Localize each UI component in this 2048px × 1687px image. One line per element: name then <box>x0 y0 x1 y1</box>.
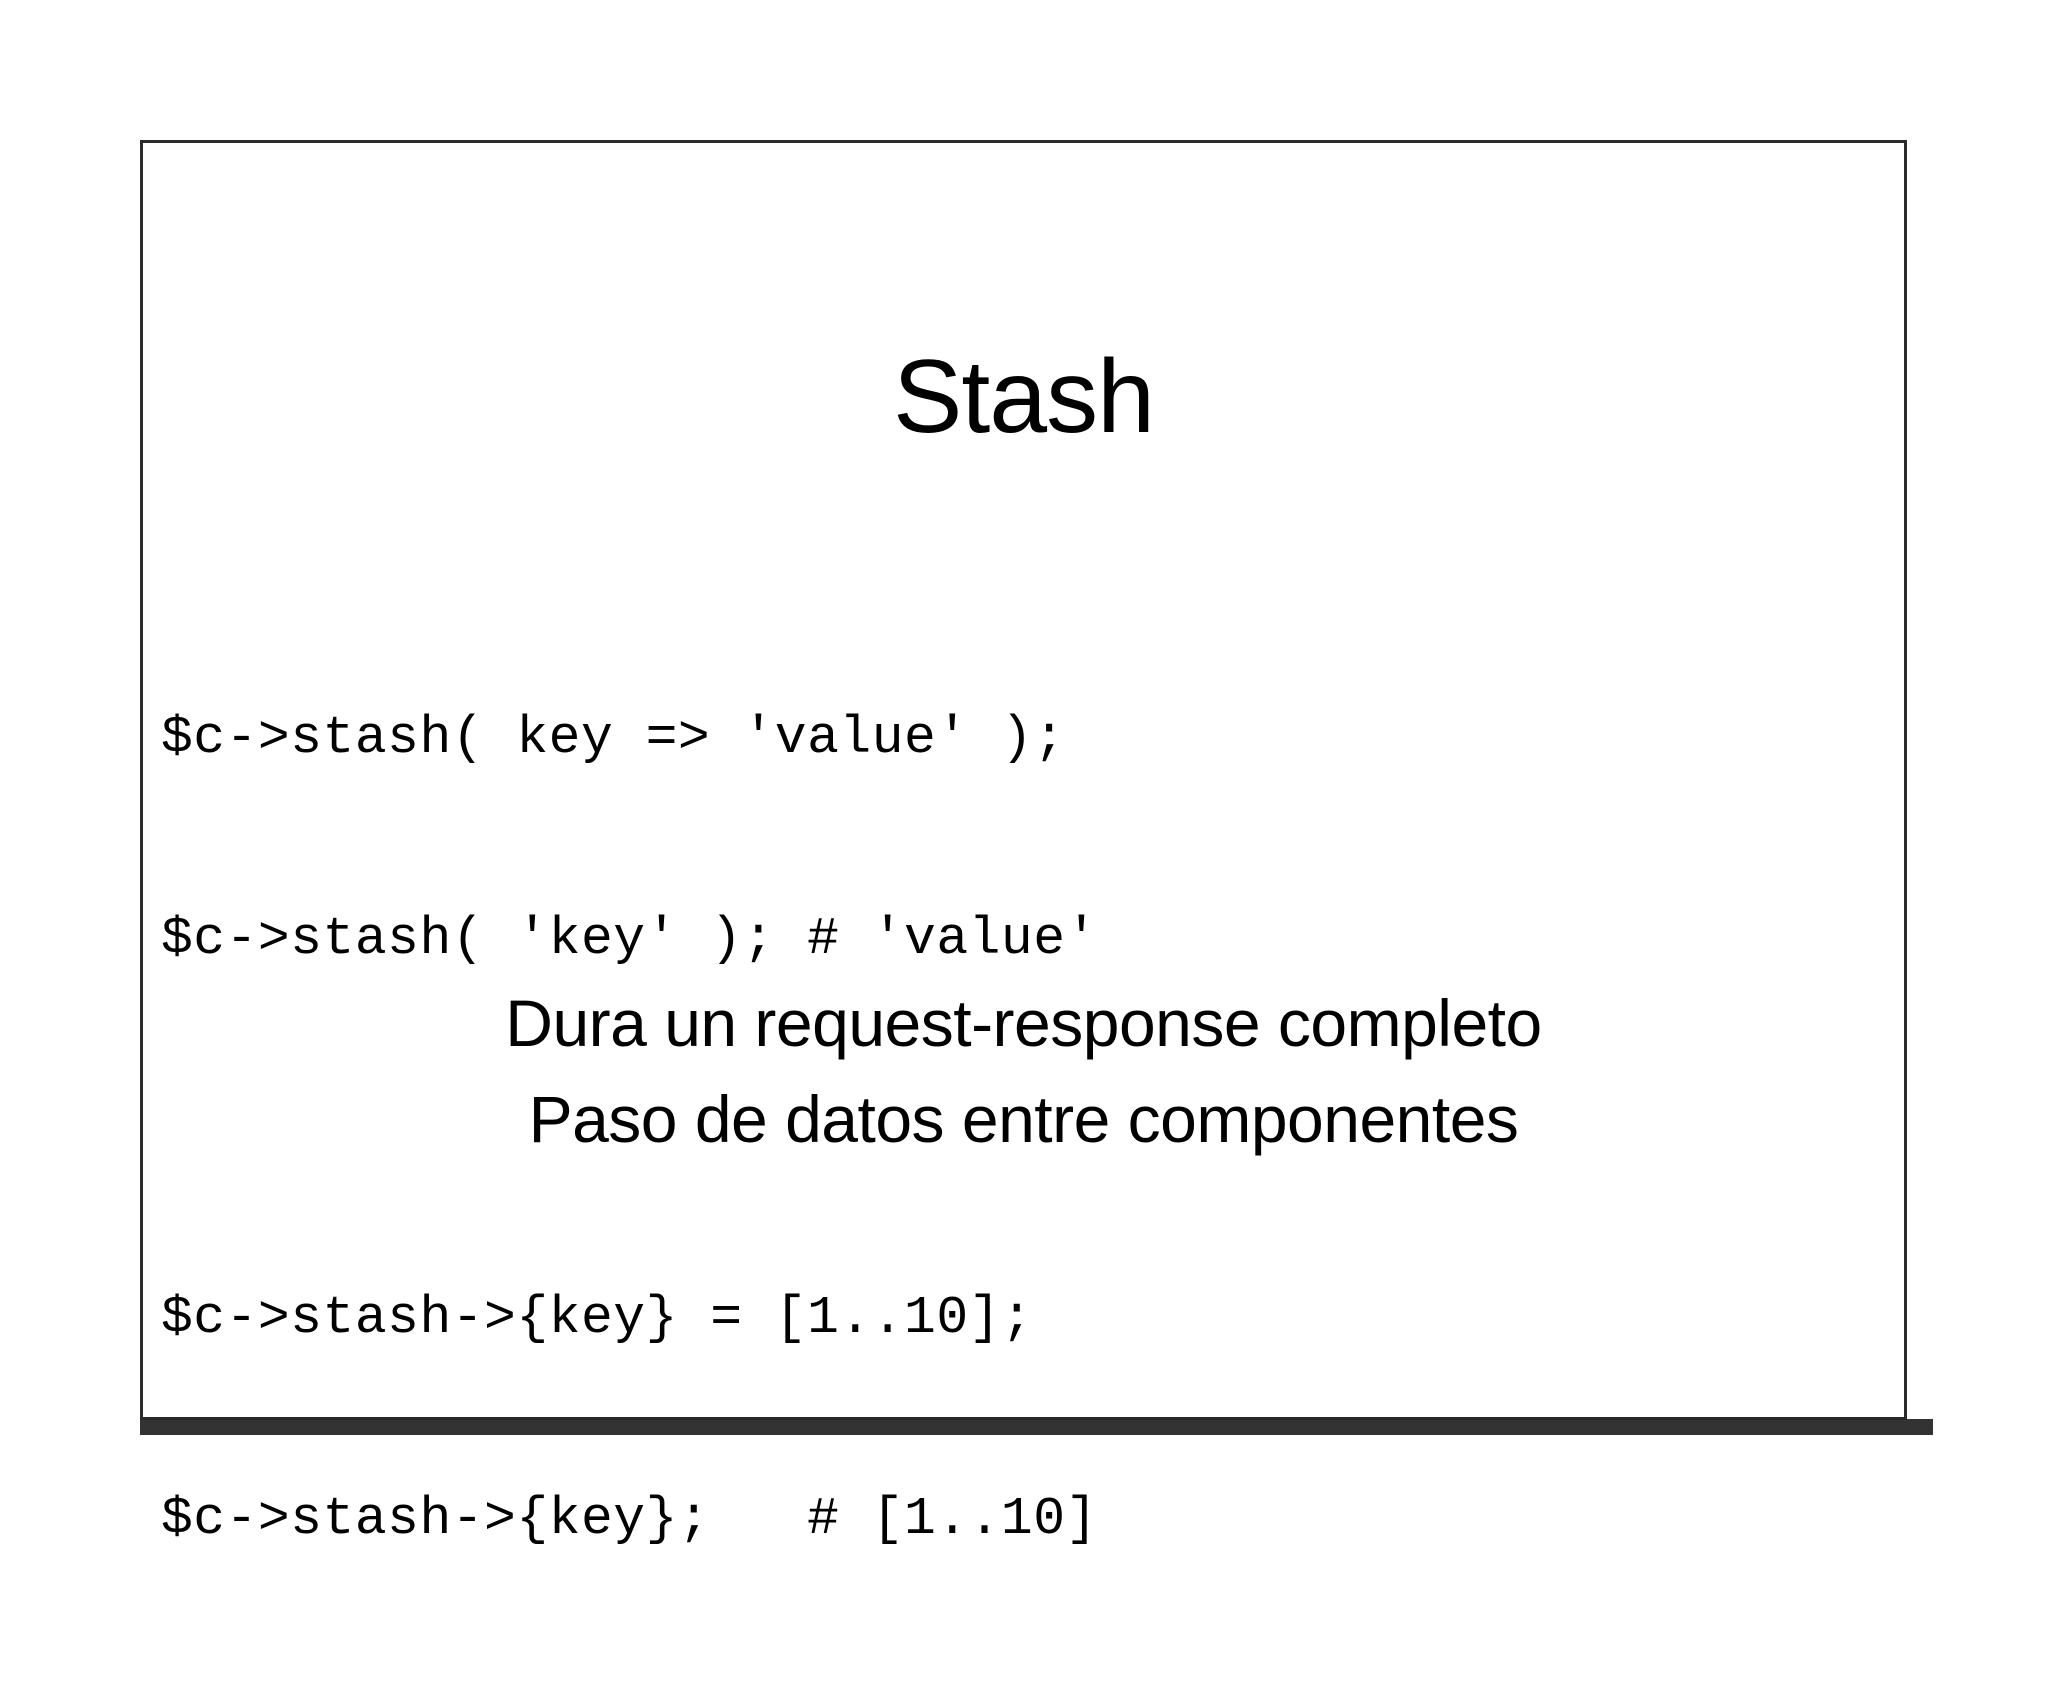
code-line-2: $c->stash( 'key' ); # 'value' <box>161 909 1098 969</box>
code-block: $c->stash( key => 'value' ); $c->stash( … <box>161 571 1861 1687</box>
code-line-4: $c->stash->{key}; # [1..10] <box>161 1489 1098 1549</box>
code-line-1: $c->stash( key => 'value' ); <box>161 708 1066 768</box>
caption-block: Dura un request-response completo Paso d… <box>143 975 1904 1167</box>
page-title: Stash <box>893 339 1155 455</box>
slide-frame: Stash $c->stash( key => 'value' ); $c->s… <box>140 140 1907 1549</box>
slide-root: Stash $c->stash( key => 'value' ); $c->s… <box>140 140 1933 1549</box>
slide-shadow-bar <box>140 1419 1933 1435</box>
caption-line-1: Dura un request-response completo <box>505 986 1542 1060</box>
code-line-3: $c->stash->{key} = [1..10]; <box>161 1288 1034 1348</box>
caption-line-2: Paso de datos entre componentes <box>528 1082 1519 1156</box>
